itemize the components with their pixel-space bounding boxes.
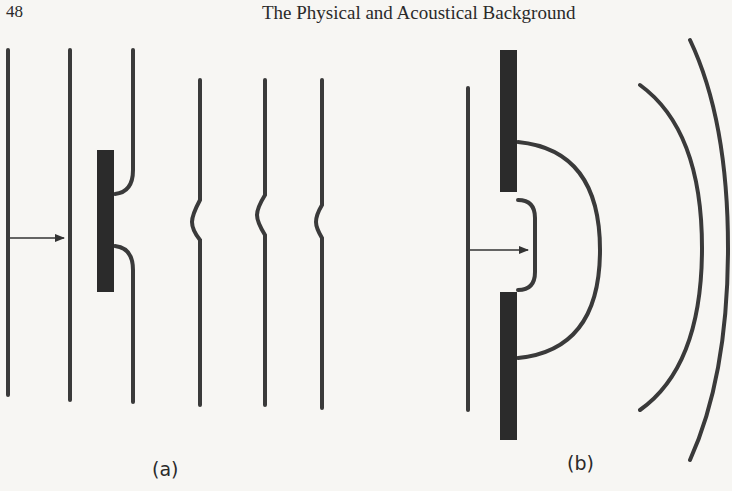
running-head: The Physical and Acoustical Background (262, 2, 575, 24)
wavefronts (8, 40, 728, 460)
panel-label: (b) (567, 452, 594, 474)
barriers (97, 50, 517, 440)
propagation-arrows (10, 238, 528, 250)
panel-label: (a) (152, 458, 178, 480)
page-number: 48 (6, 2, 23, 22)
